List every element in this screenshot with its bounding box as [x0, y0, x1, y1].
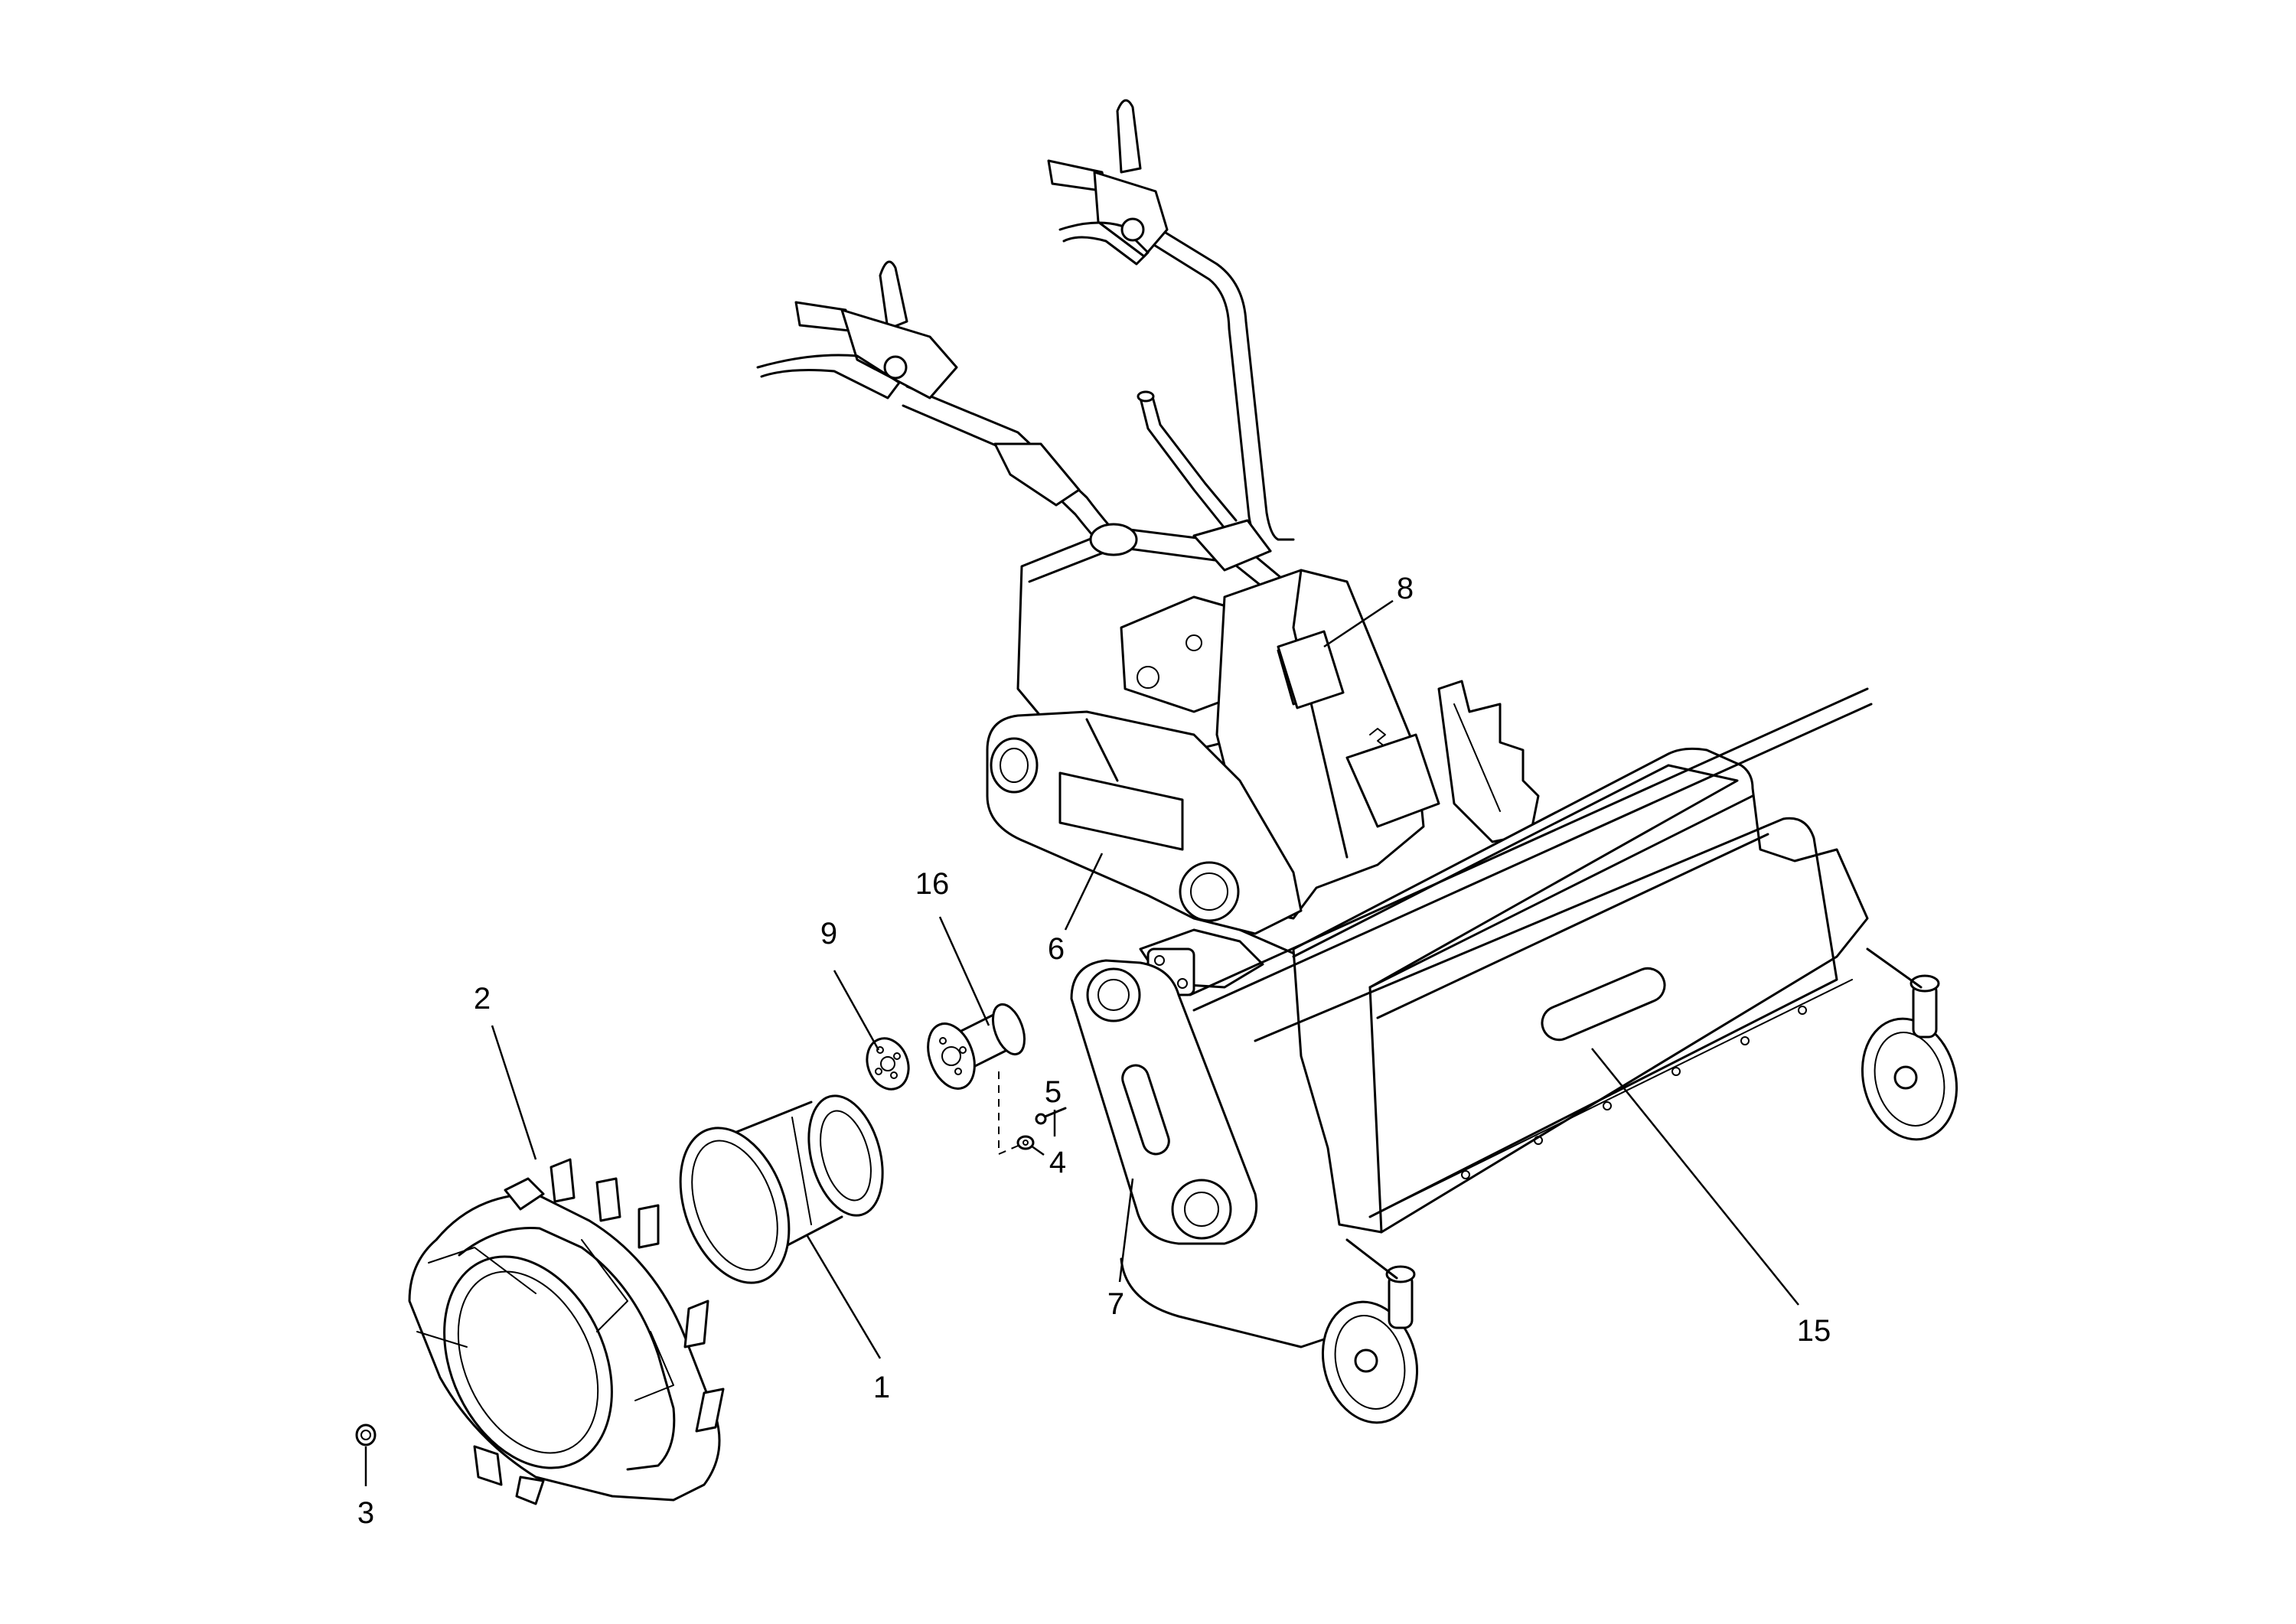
spacer-disc: [866, 1037, 910, 1091]
callout-16: 16: [915, 867, 950, 901]
leader-7: [1118, 1178, 1134, 1283]
mower-deck: [1189, 687, 1873, 1234]
deck-bolts: [1461, 1006, 1807, 1179]
wheel-nut: [355, 1423, 377, 1446]
handlebar-assembly: [756, 99, 1295, 598]
wheel-hub: [927, 1003, 1026, 1090]
leader-2: [491, 1025, 537, 1160]
callout-labels: 1 2 3 4 5 6 7 8 9 15 16: [357, 572, 1831, 1530]
right-drive-wheel: [1437, 680, 1540, 843]
leader-16: [938, 916, 990, 1026]
tyre: [408, 1158, 725, 1505]
tyre-treads: [416, 1158, 725, 1505]
wheel-rim: [679, 1094, 884, 1284]
callout-2: 2: [474, 982, 491, 1016]
callout-4: 4: [1049, 1146, 1066, 1179]
leader-8: [1323, 599, 1394, 648]
callout-3: 3: [357, 1496, 374, 1530]
right-castor-wheel: [1861, 947, 1958, 1141]
callout-8: 8: [1397, 572, 1414, 605]
callout-15: 15: [1797, 1314, 1831, 1348]
callout-5: 5: [1045, 1075, 1062, 1109]
callout-9: 9: [820, 917, 837, 951]
assembly-line: [998, 1071, 1022, 1156]
leader-4: [1030, 1144, 1045, 1156]
leader-9: [833, 970, 880, 1051]
hub-bolt: [1035, 1107, 1067, 1125]
side-belt-cover: [1070, 959, 1349, 1348]
callout-1: 1: [873, 1371, 890, 1404]
callout-7: 7: [1107, 1287, 1124, 1321]
leader-lines: [364, 599, 1799, 1486]
hub-washer: [1016, 1135, 1035, 1150]
callout-6: 6: [1048, 932, 1065, 966]
leader-1: [806, 1235, 882, 1359]
left-castor-wheel: [1321, 1238, 1419, 1424]
leader-15: [1591, 1048, 1799, 1306]
leader-6: [1064, 853, 1104, 931]
